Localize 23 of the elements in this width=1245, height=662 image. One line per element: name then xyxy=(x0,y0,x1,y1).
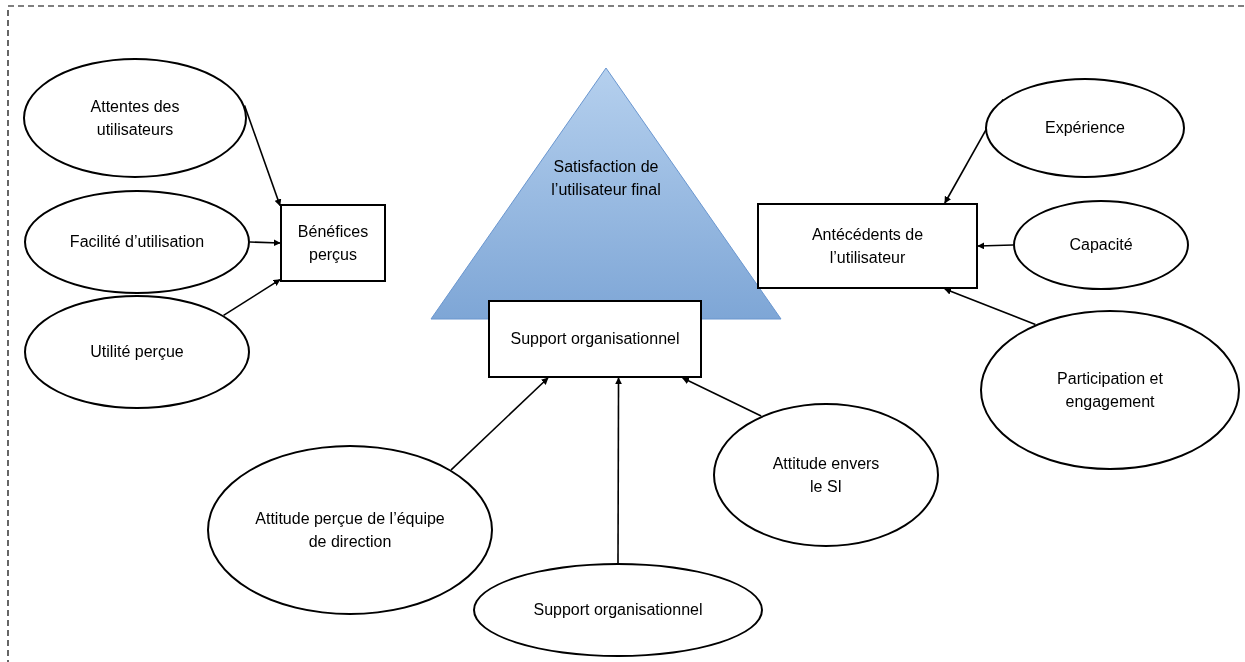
node-label: Attitude perçue de l’équipe de direction xyxy=(254,508,446,552)
arrow xyxy=(944,288,1037,326)
node-label: Bénéfices perçus xyxy=(296,221,370,265)
node-label: Support organisationnel xyxy=(533,600,703,621)
node-label: Utilité perçue xyxy=(90,342,184,363)
arrow xyxy=(249,239,281,247)
arrow xyxy=(450,377,549,471)
concept-box xyxy=(757,203,978,289)
arrow xyxy=(977,242,1014,250)
node-label: Attentes des utilisateurs xyxy=(89,96,181,140)
arrow xyxy=(681,377,762,417)
node-label: Support organisationnel xyxy=(510,329,680,350)
arrow xyxy=(222,278,281,317)
node-label: Antécédents de l’utilisateur xyxy=(810,224,925,268)
arrow xyxy=(615,377,622,564)
node-label: Expérience xyxy=(1044,118,1125,139)
node-label: Satisfaction de l’utilisateur final xyxy=(550,157,662,201)
node-label: Participation et engagement xyxy=(1056,368,1164,412)
node-label: Capacité xyxy=(1069,235,1133,256)
node-label: Facilité d’utilisation xyxy=(69,232,205,253)
concept-box xyxy=(488,300,702,378)
concept-box xyxy=(280,204,386,282)
node-label: Attitude envers le SI xyxy=(771,453,881,497)
